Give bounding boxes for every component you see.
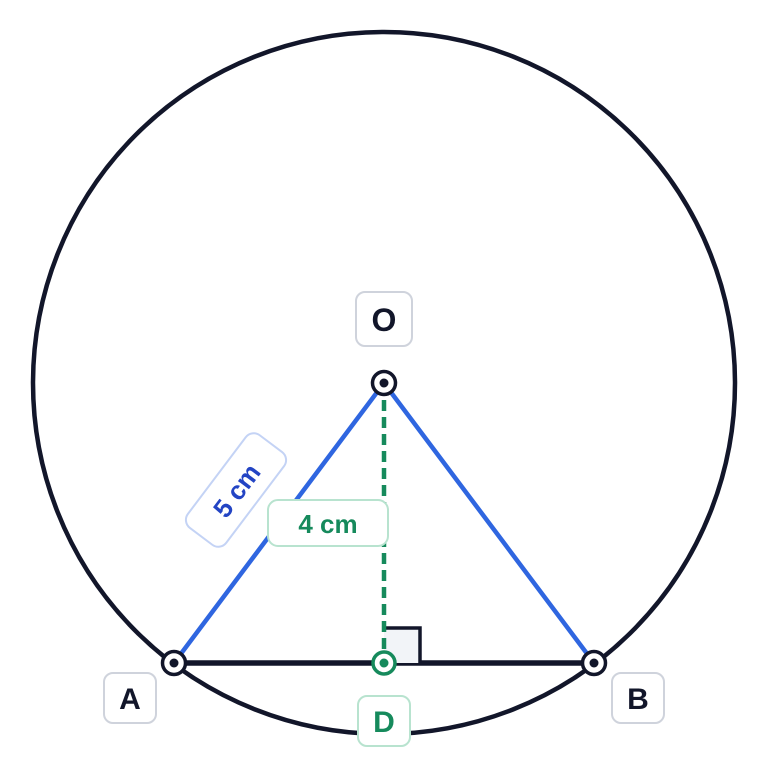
svg-text:4 cm: 4 cm <box>298 509 357 539</box>
right-angle-marker <box>384 626 422 663</box>
svg-text:O: O <box>372 302 397 338</box>
label-d: D <box>357 695 411 747</box>
radius-ob <box>381 380 597 666</box>
height-measure-label: 4 cm <box>267 499 389 547</box>
point-b <box>580 649 608 677</box>
label-a: A <box>103 672 157 724</box>
svg-text:A: A <box>119 683 141 716</box>
point-a <box>160 649 188 677</box>
label-o: O <box>355 291 413 347</box>
label-b: B <box>611 672 665 724</box>
svg-text:D: D <box>373 706 395 739</box>
svg-text:B: B <box>627 683 649 716</box>
point-o <box>370 369 398 397</box>
point-d <box>371 650 397 676</box>
